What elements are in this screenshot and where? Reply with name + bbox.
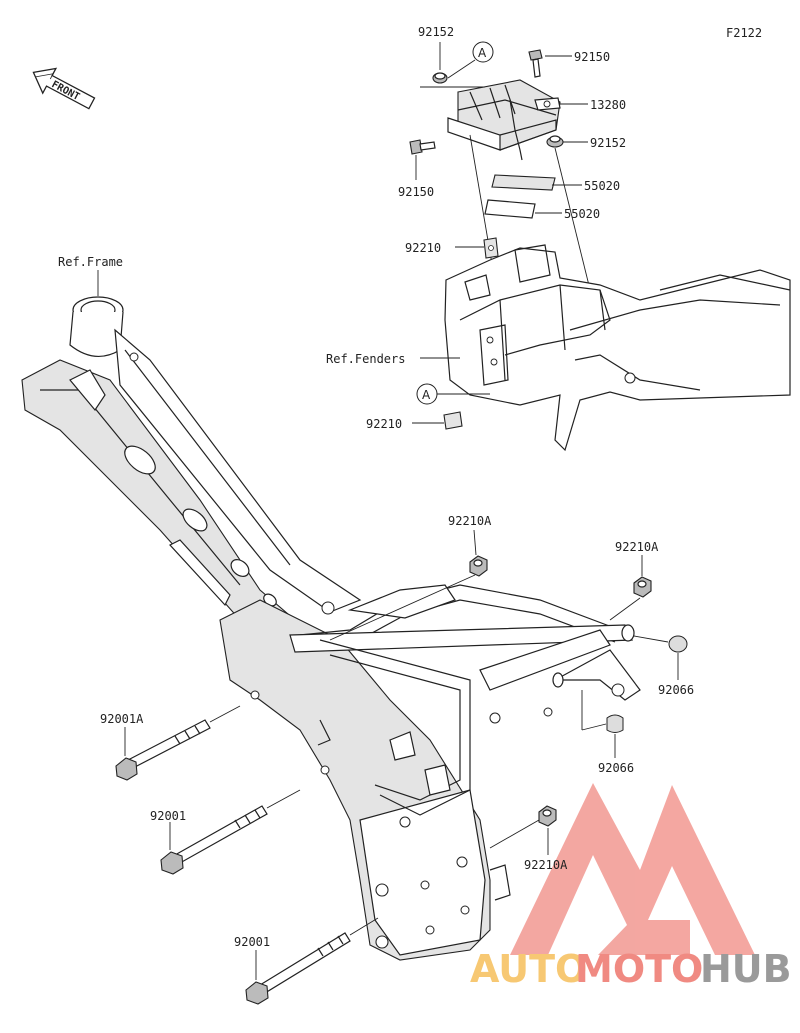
label-92210a-3: 92210A	[524, 858, 568, 872]
watermark-part2: MOTO	[575, 947, 703, 991]
label-92210a-2: 92210A	[615, 540, 659, 554]
nut-92210a-1	[469, 555, 488, 577]
label-13280: 13280	[590, 98, 626, 112]
nut-92152-mid	[546, 135, 564, 148]
bolt-92001-2	[245, 932, 351, 1005]
label-55020-b: 55020	[564, 207, 600, 221]
nut-92152-top	[432, 72, 448, 84]
label-92001-2: 92001	[234, 935, 270, 949]
bolt-92150-left	[409, 139, 436, 155]
svg-text:A: A	[422, 388, 431, 402]
label-92066-2: 92066	[598, 761, 634, 775]
diagram-code: F2122	[726, 26, 762, 40]
battery-case-fender	[444, 244, 791, 452]
plate-13280	[534, 97, 561, 111]
callout-a-bottom: A	[416, 383, 438, 405]
label-92150-top: 92150	[574, 50, 610, 64]
clip-92210-bottom	[443, 411, 463, 430]
watermark-text: AUTO MOTO HUB	[470, 947, 792, 991]
label-92210-top: 92210	[405, 241, 441, 255]
label-92210-bottom: 92210	[366, 417, 402, 431]
nut-92210a-2	[633, 576, 652, 598]
watermark-logo	[510, 783, 755, 955]
front-arrow-icon: FRONT	[32, 67, 96, 110]
label-92152-top: 92152	[418, 25, 454, 39]
bolt-92150-top	[528, 49, 543, 78]
bolt-92001a	[115, 719, 211, 781]
clip-92210-top	[483, 237, 499, 259]
main-frame	[21, 296, 641, 961]
label-92152-mid: 92152	[590, 136, 626, 150]
label-55020-a: 55020	[584, 179, 620, 193]
nut-92210a-3	[538, 805, 557, 827]
label-92150-left: 92150	[398, 185, 434, 199]
cap-92066-2	[606, 714, 624, 733]
svg-text:A: A	[478, 46, 487, 60]
label-ref-fenders: Ref.Fenders	[326, 352, 405, 366]
cap-92066-1	[668, 635, 688, 653]
label-92066-1: 92066	[658, 683, 694, 697]
sticker-55020-b	[484, 199, 536, 219]
sticker-55020-a	[491, 174, 556, 191]
watermark-part1: AUTO	[470, 947, 587, 991]
watermark-part3: HUB	[700, 947, 792, 991]
battery-case-cover	[447, 79, 561, 161]
bolt-92001-1	[160, 805, 268, 875]
label-92001a: 92001A	[100, 712, 144, 726]
label-ref-frame: Ref.Frame	[58, 255, 123, 269]
label-92210a-1: 92210A	[448, 514, 492, 528]
label-92001-1: 92001	[150, 809, 186, 823]
callout-a-top: A	[472, 41, 494, 63]
